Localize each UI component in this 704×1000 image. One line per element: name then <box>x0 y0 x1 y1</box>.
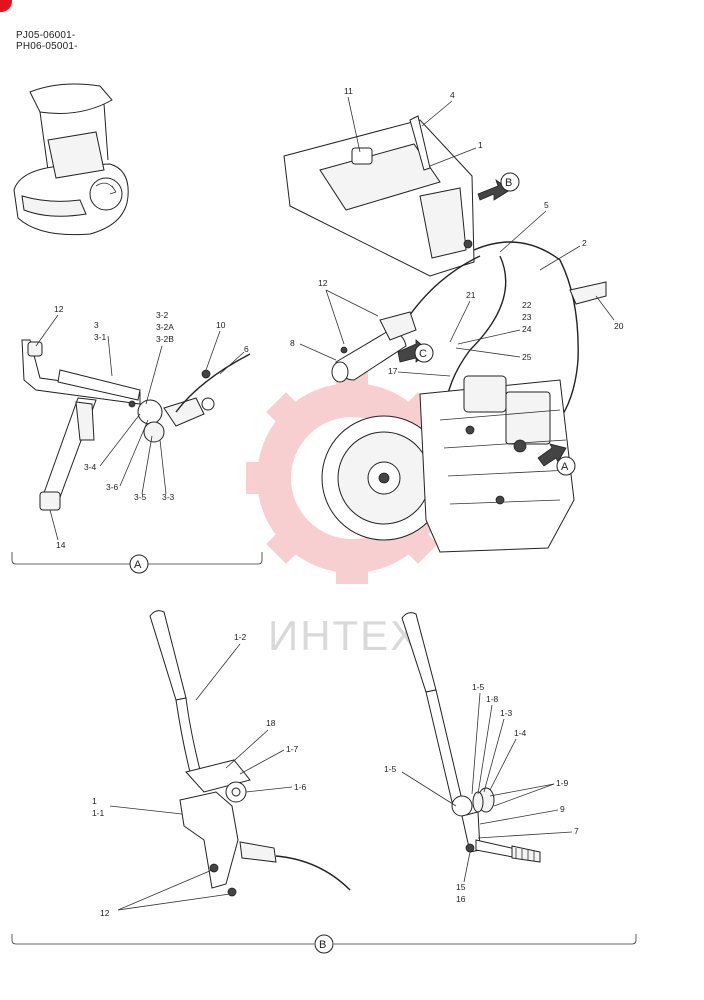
machine-overview-illustration <box>13 83 129 236</box>
callout-label: 17 <box>388 366 398 376</box>
engine-block-illustration <box>321 375 575 553</box>
callout-label: 4 <box>450 90 455 100</box>
callout-label: 3-5 <box>134 492 147 502</box>
callout-label: 18 <box>266 718 276 728</box>
callout-label: 1-4 <box>514 728 527 738</box>
callout-label: 16 <box>456 894 466 904</box>
callout-label: 3-6 <box>106 482 119 492</box>
callout-label: B <box>505 177 512 189</box>
callout-label: 23 <box>522 312 532 322</box>
serial-range-1: PJ05-06001- <box>16 30 76 41</box>
callout-label: 3-2 <box>156 310 169 320</box>
view-b-frame: B <box>11 934 637 954</box>
view-a-frame: A <box>11 552 263 574</box>
top-callouts: 11 4 1 5 2 <box>344 86 587 271</box>
callout-label: 12 <box>318 278 328 288</box>
view-b-left-callouts: 1-2 18 1-7 1-6 1 1-1 12 <box>92 632 307 918</box>
callout-label: 1-8 <box>486 694 499 704</box>
callout-label: 12 <box>100 908 110 918</box>
view-a-marker-engine: A <box>537 443 576 476</box>
callout-label: 3 <box>94 320 99 330</box>
callout-label: 3-1 <box>94 332 107 342</box>
callout-label: 3-2A <box>156 322 174 332</box>
view-c-marker: C <box>397 339 434 363</box>
callout-label: 3-4 <box>84 462 97 472</box>
callout-label: 1-1 <box>92 808 105 818</box>
callout-label: 7 <box>574 826 579 836</box>
callout-label: 1-6 <box>294 782 307 792</box>
callout-label: 11 <box>344 86 353 96</box>
callout-label: 5 <box>544 200 549 210</box>
view-b-marker: B <box>500 172 520 192</box>
callout-label: A <box>561 461 569 473</box>
callout-label: 25 <box>522 352 532 362</box>
callout-label: 6 <box>244 344 249 354</box>
callout-label: 3-2B <box>156 334 174 344</box>
callout-label: 3-3 <box>162 492 175 502</box>
callout-label: 9 <box>560 804 565 814</box>
callout-label: 20 <box>614 321 624 331</box>
callout-label: 1-9 <box>556 778 569 788</box>
solenoid-assembly-illustration <box>331 311 417 383</box>
callout-label: 24 <box>522 324 532 334</box>
serial-range-2: PH06-05001- <box>16 41 78 52</box>
callout-label: 1-3 <box>500 708 513 718</box>
callout-label: 1 <box>478 140 483 150</box>
callout-label: A <box>134 559 142 571</box>
callout-label: 1-2 <box>234 632 247 642</box>
callout-label: 2 <box>582 238 587 248</box>
callout-label: 14 <box>56 540 66 550</box>
callout-label: 1-5 <box>472 682 485 692</box>
control-console-illustration <box>283 115 511 277</box>
lever-assembly-right-illustration <box>401 612 541 863</box>
callout-label: 22 <box>522 300 532 310</box>
mid-callouts: 12 8 21 22 23 24 25 17 <box>290 278 532 377</box>
lever-assembly-left-illustration <box>149 610 351 897</box>
callout-label: 8 <box>290 338 295 348</box>
callout-label: 1-7 <box>286 744 299 754</box>
view-a-callouts: 12 3 3-1 3-2 3-2A 3-2B 10 6 3-4 3-6 3-5 … <box>35 304 249 550</box>
watermark-text: ИНТЕХ <box>268 612 420 659</box>
callout-label: B <box>319 939 326 951</box>
callout-label: 1-5 <box>384 764 397 774</box>
callout-label: 12 <box>54 304 64 314</box>
callout-label: C <box>419 348 427 360</box>
callout-label: 21 <box>466 290 476 300</box>
view-b-right-callouts: 1-5 1-8 1-3 1-4 1-5 1-9 9 7 15 16 <box>384 682 579 904</box>
callout-label: 15 <box>456 882 466 892</box>
callout-label: 1 <box>92 796 97 806</box>
pedal-assembly-illustration <box>21 339 251 511</box>
callout-label: 10 <box>216 320 226 330</box>
